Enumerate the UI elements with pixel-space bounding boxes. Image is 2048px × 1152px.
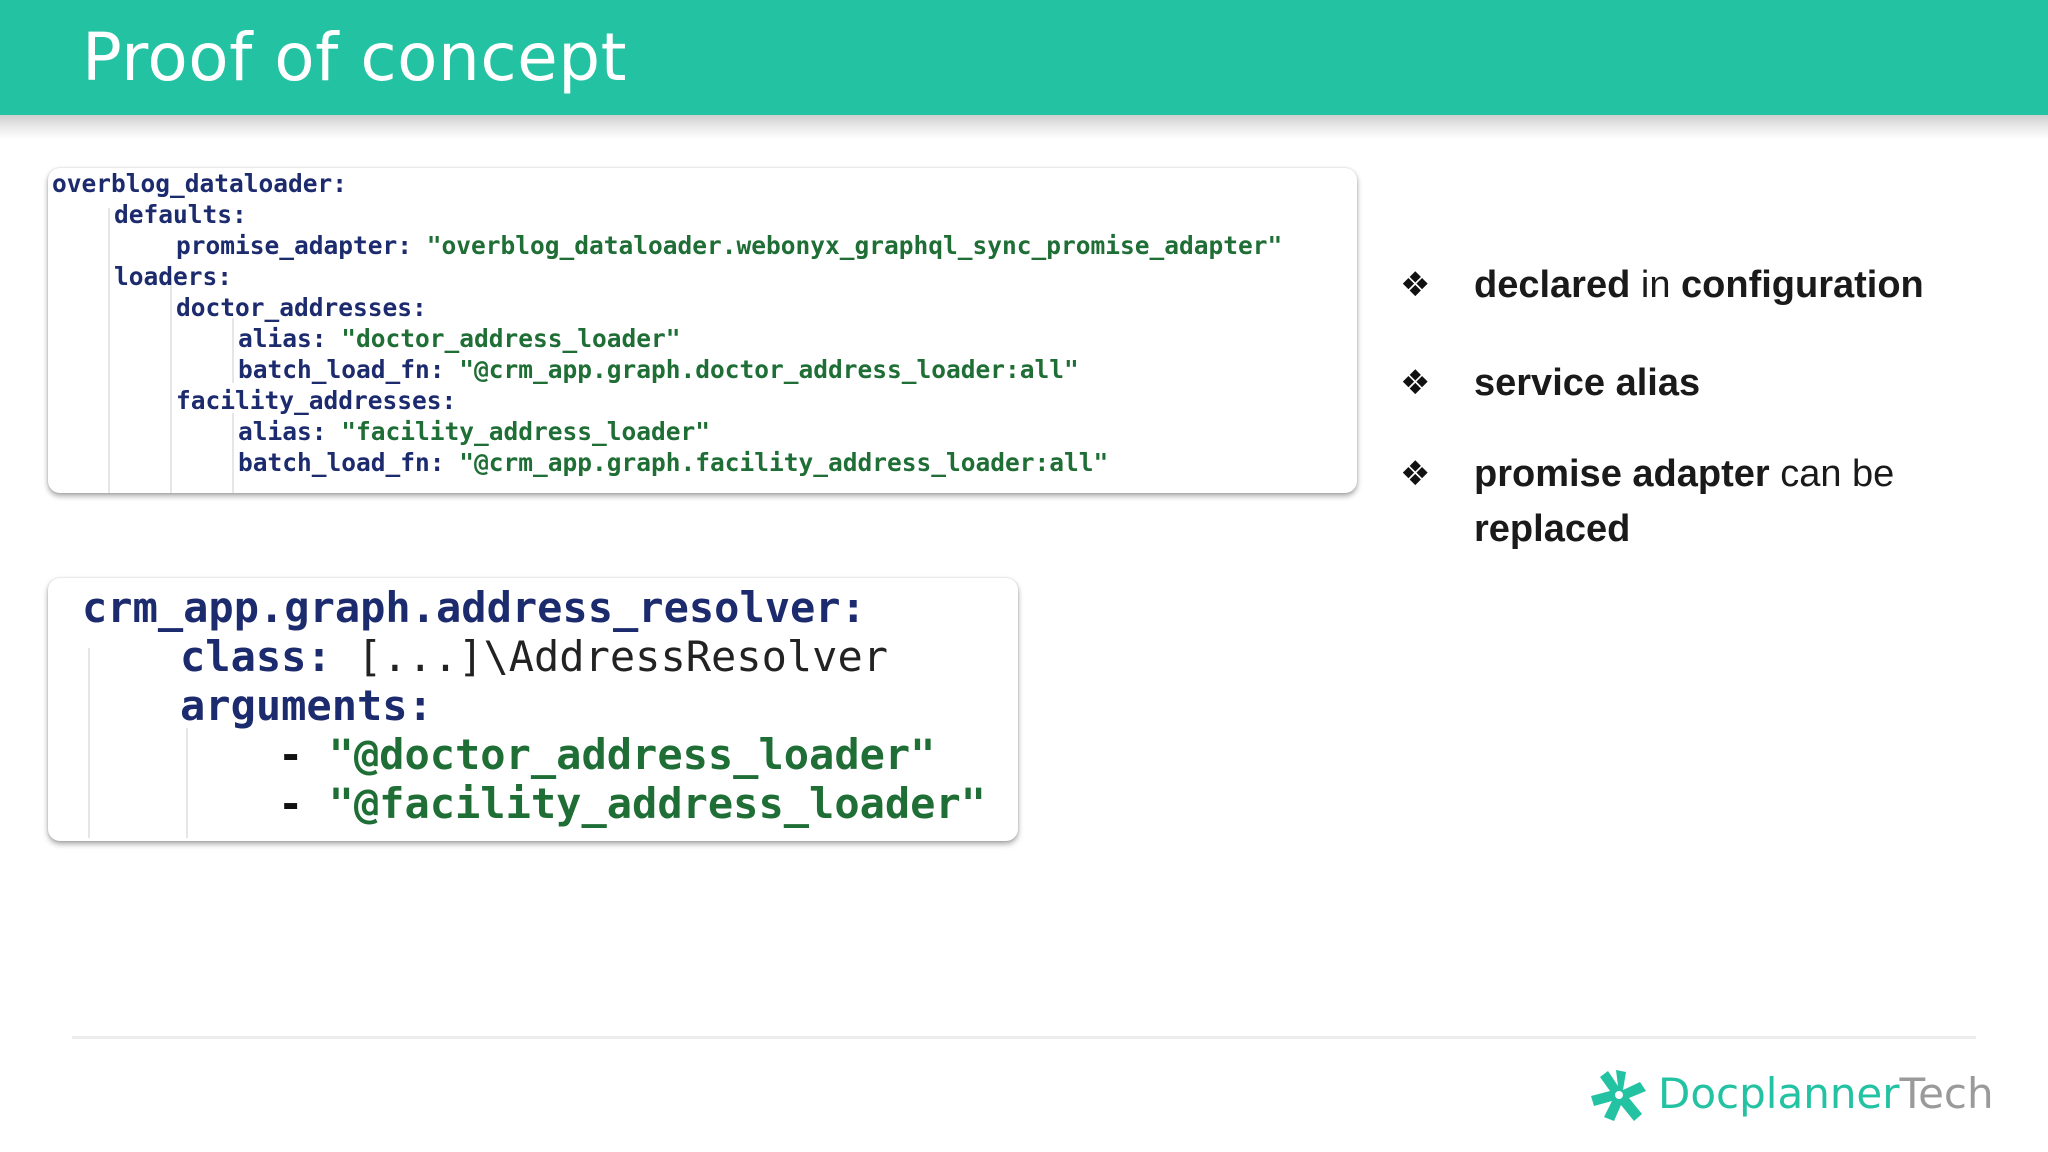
config-code-snippet: overblog_dataloader: defaults: promise_a… bbox=[48, 168, 1357, 493]
code-line: - "@facility_address_loader" bbox=[278, 779, 986, 828]
yaml-key: batch_load_fn: bbox=[238, 355, 445, 384]
bullet-bold-text: configuration bbox=[1681, 264, 1924, 306]
code-line: facility_addresses: bbox=[176, 385, 456, 416]
bullet-text: declared in configuration bbox=[1474, 258, 1974, 313]
yaml-string: "facility_address_loader" bbox=[341, 417, 711, 446]
list-dash: - bbox=[278, 730, 304, 779]
code-line: doctor_addresses: bbox=[176, 292, 427, 323]
yaml-key: arguments: bbox=[180, 681, 433, 730]
docplanner-star-icon bbox=[1591, 1070, 1646, 1121]
yaml-key: overblog_dataloader: bbox=[52, 169, 348, 198]
code-line: promise_adapter: "overblog_dataloader.we… bbox=[176, 230, 1282, 261]
code-line: loaders: bbox=[114, 261, 232, 292]
footer-divider bbox=[72, 1036, 1976, 1039]
code-line: arguments: bbox=[180, 681, 433, 730]
code-line: alias: "doctor_address_loader" bbox=[238, 323, 681, 354]
logo-wordmark: DocplannerTech bbox=[1658, 1064, 1994, 1124]
yaml-key: alias: bbox=[238, 417, 327, 446]
indent-guide bbox=[108, 208, 110, 493]
logo-text-secondary: Tech bbox=[1899, 1069, 1994, 1118]
yaml-key: crm_app.graph.address_resolver: bbox=[82, 583, 866, 632]
yaml-string: "doctor_address_loader" bbox=[341, 324, 681, 353]
yaml-key: doctor_addresses: bbox=[176, 293, 427, 322]
code-line: overblog_dataloader: bbox=[52, 168, 347, 199]
bullet-text: service alias bbox=[1474, 356, 1974, 411]
bullet-bold-text: promise adapter bbox=[1474, 453, 1770, 495]
yaml-key: promise_adapter: bbox=[176, 231, 413, 260]
yaml-string: "overblog_dataloader.webonyx_graphql_syn… bbox=[426, 231, 1283, 260]
code-line: crm_app.graph.address_resolver: bbox=[82, 583, 866, 632]
bullet-bold-text: replaced bbox=[1474, 508, 1631, 550]
indent-guide bbox=[170, 278, 172, 493]
code-line: - "@doctor_address_loader" bbox=[278, 730, 935, 779]
indent-guide bbox=[88, 648, 90, 838]
bullet-plain-text: can be bbox=[1769, 453, 1895, 495]
yaml-string: "@crm_app.graph.doctor_address_loader:al… bbox=[459, 355, 1079, 384]
yaml-string: "@crm_app.graph.facility_address_loader:… bbox=[459, 448, 1109, 477]
yaml-key: defaults: bbox=[114, 200, 247, 229]
slide-header: Proof of concept bbox=[0, 0, 2048, 115]
yaml-key: class: bbox=[180, 632, 332, 681]
yaml-key: loaders: bbox=[114, 262, 233, 291]
code-line: class: [...]\AddressResolver bbox=[180, 632, 888, 681]
diamond-bullet-icon: ❖ bbox=[1400, 454, 1431, 494]
service-code-snippet: crm_app.graph.address_resolver: class: [… bbox=[48, 578, 1018, 841]
list-dash: - bbox=[278, 779, 304, 828]
logo-text-primary: Docplanner bbox=[1658, 1069, 1900, 1118]
yaml-key: batch_load_fn: bbox=[238, 448, 445, 477]
bullet-text: promise adapter can be replaced bbox=[1474, 447, 1974, 557]
header-shadow bbox=[0, 115, 2048, 139]
yaml-string: "@doctor_address_loader" bbox=[328, 730, 936, 779]
code-line: defaults: bbox=[114, 199, 247, 230]
indent-guide bbox=[232, 318, 234, 383]
code-line: batch_load_fn: "@crm_app.graph.facility_… bbox=[238, 447, 1108, 478]
code-line: alias: "facility_address_loader" bbox=[238, 416, 710, 447]
diamond-bullet-icon: ❖ bbox=[1400, 265, 1431, 305]
yaml-value: [...]\AddressResolver bbox=[357, 632, 889, 681]
yaml-key: facility_addresses: bbox=[176, 386, 457, 415]
indent-guide bbox=[186, 728, 188, 838]
yaml-string: "@facility_address_loader" bbox=[328, 779, 987, 828]
code-line: batch_load_fn: "@crm_app.graph.doctor_ad… bbox=[238, 354, 1079, 385]
bullet-plain-text: in bbox=[1630, 264, 1682, 306]
bullet-bold-text: declared bbox=[1474, 264, 1631, 306]
indent-guide bbox=[232, 413, 234, 493]
slide-title: Proof of concept bbox=[82, 19, 628, 96]
diamond-bullet-icon: ❖ bbox=[1400, 363, 1431, 403]
yaml-key: alias: bbox=[238, 324, 327, 353]
bullet-bold-text: service alias bbox=[1474, 362, 1701, 404]
